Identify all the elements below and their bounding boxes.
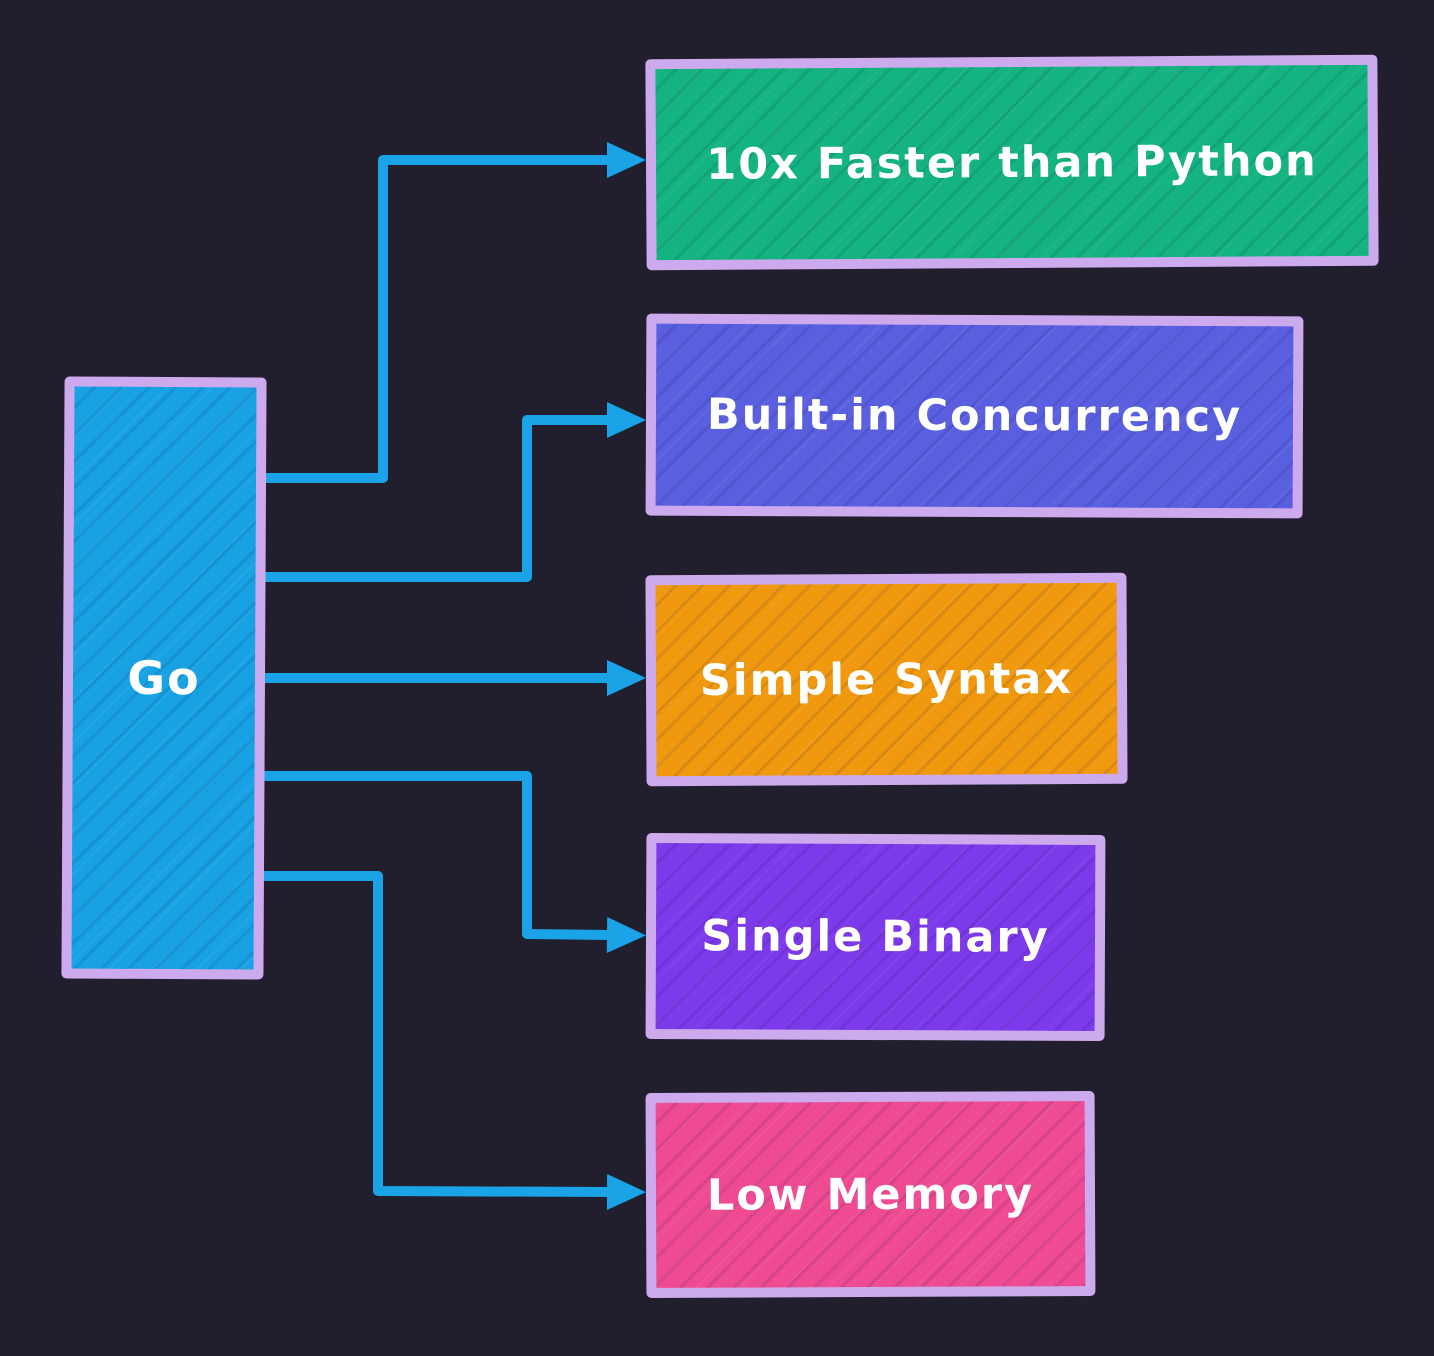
node-simple-syntax: Simple Syntax	[645, 572, 1128, 787]
node-built-in-concurrency: Built-in Concurrency	[645, 313, 1304, 519]
node-low-memory-label: Low Memory	[706, 1168, 1035, 1221]
node-faster-than-python: 10x Faster than Python	[645, 54, 1379, 271]
node-faster-than-python-label: 10x Faster than Python	[706, 135, 1318, 190]
node-simple-syntax-label: Simple Syntax	[699, 653, 1074, 706]
node-go-label: Go	[127, 650, 201, 706]
node-single-binary: Single Binary	[645, 832, 1106, 1042]
node-low-memory: Low Memory	[645, 1091, 1096, 1298]
node-built-in-concurrency-label: Built-in Concurrency	[706, 389, 1243, 443]
edge-go-to-single-binary	[257, 771, 646, 953]
edge-go-to-low-memory	[257, 871, 646, 1210]
node-go: Go	[61, 376, 267, 980]
edge-go-to-built-in-concurrency	[257, 402, 646, 582]
node-single-binary-label: Single Binary	[701, 911, 1050, 963]
edge-go-to-faster-than-python	[257, 142, 646, 483]
